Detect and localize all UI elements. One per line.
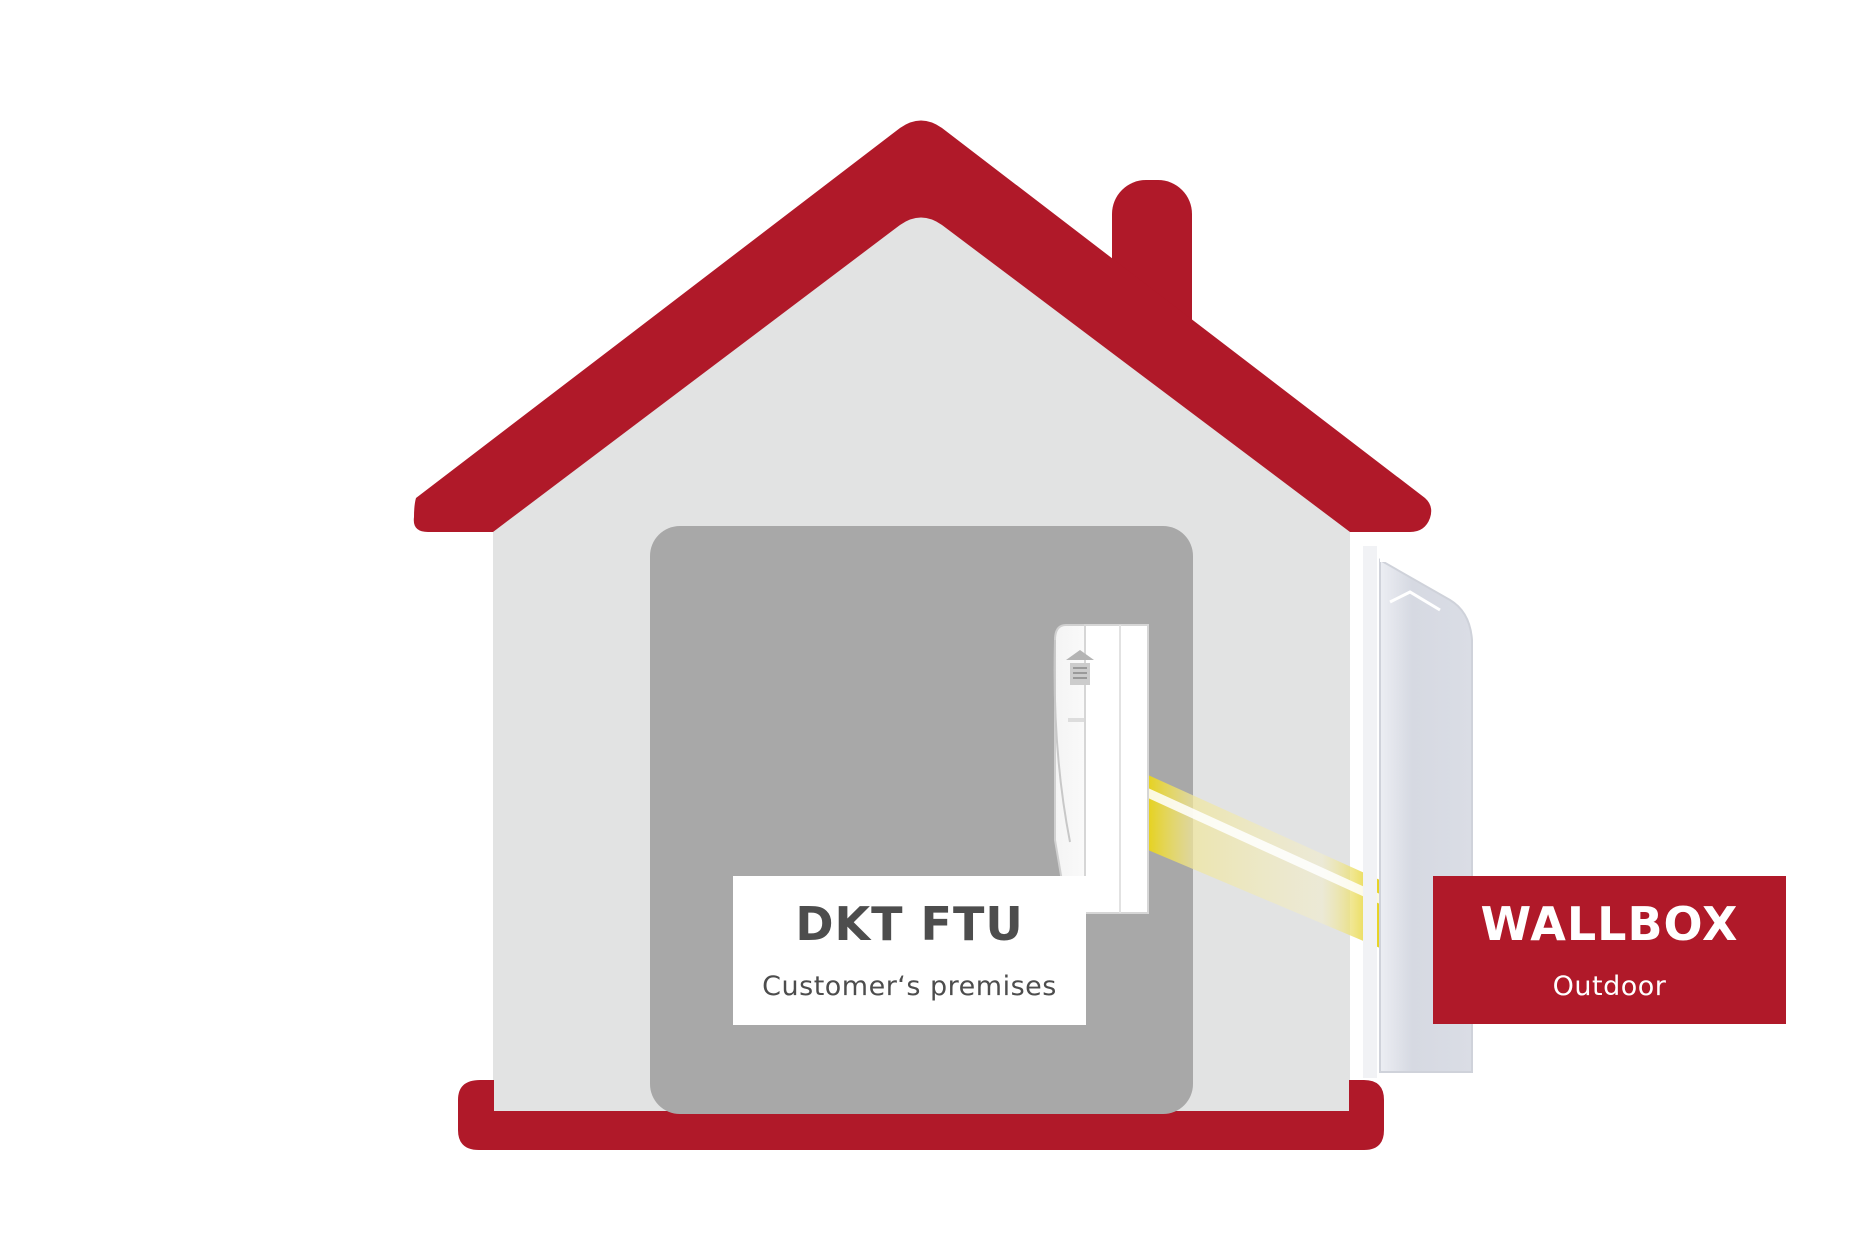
fiber-termination-unit-icon [1053, 624, 1149, 914]
ftu-label-subtitle: Customer‘s premises [762, 971, 1057, 1002]
ftu-house-symbol-icon [1066, 650, 1094, 685]
wallbox-label-title: WALLBOX [1480, 896, 1739, 951]
ftu-label-title: DKT FTU [795, 897, 1024, 951]
ftu-label: DKT FTU Customer‘s premises [733, 876, 1086, 1025]
fiber-cable-icon [1148, 775, 1380, 948]
wallbox-label: WALLBOX Outdoor [1433, 876, 1786, 1024]
wallbox-label-subtitle: Outdoor [1552, 970, 1667, 1002]
foundation [458, 1080, 1384, 1150]
